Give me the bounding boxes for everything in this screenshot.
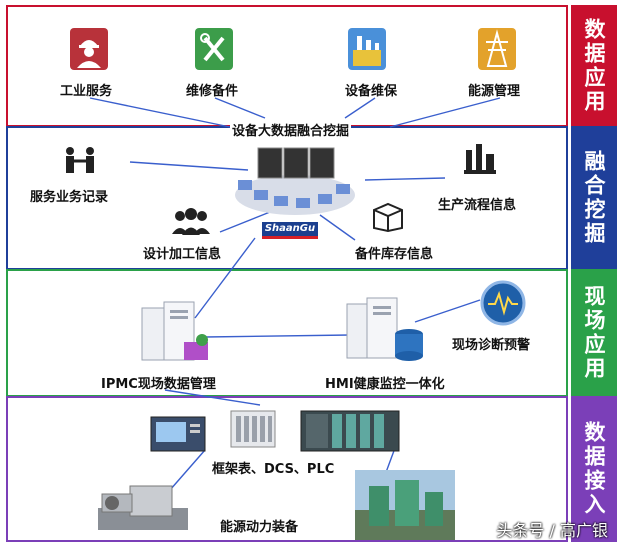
waveform-monitor-icon [480, 280, 526, 330]
label-diagnosis: 现场诊断预警 [452, 338, 531, 353]
tab-data-access: 数据接入 [571, 396, 617, 542]
tools-icon [195, 28, 233, 74]
dcs-module-icon [230, 410, 276, 452]
plc-rack-icon [300, 410, 400, 456]
tab-data-application: 数据应用 [571, 5, 617, 127]
instrument-panel-icon [150, 416, 206, 456]
server-cluster-icon [230, 140, 360, 224]
power-tower-icon [478, 28, 516, 74]
label-power-equipment: 能源动力装备 [220, 520, 299, 535]
turbine-machine-icon [90, 478, 190, 538]
handshake-icon [62, 145, 98, 179]
label-energy-management: 能源管理 [468, 84, 521, 99]
label-big-data-mining: 设备大数据融合挖掘 [230, 120, 352, 139]
factory-icon [348, 28, 386, 74]
label-maintenance-parts: 维修备件 [186, 84, 239, 99]
label-industrial-service: 工业服务 [60, 84, 113, 99]
label-spare-inventory: 备件库存信息 [355, 247, 434, 262]
refinery-icon [462, 140, 498, 180]
label-ipmc: IPMC现场数据管理 [101, 377, 216, 392]
watermark-text: 头条号 / 高广银 [496, 521, 608, 540]
people-group-icon [170, 208, 212, 240]
power-plant-photo [355, 470, 455, 544]
label-equipment-maintenance: 设备维保 [345, 84, 398, 99]
label-production-flow: 生产流程信息 [438, 198, 517, 213]
label-hmi: HMI健康监控一体化 [325, 377, 445, 392]
package-box-icon [370, 200, 406, 236]
server-hmi-icon [345, 296, 425, 370]
tab-field-application: 现场应用 [571, 269, 617, 397]
server-ipmc-icon [140, 300, 212, 372]
shaangu-logo: ShaanGu [262, 222, 318, 239]
label-instruments: 框架表、DCS、PLC [212, 462, 335, 477]
label-design-processing: 设计加工信息 [143, 247, 222, 262]
tab-fusion-mining: 融合挖掘 [571, 126, 617, 270]
worker-icon [70, 28, 108, 74]
label-service-records: 服务业务记录 [30, 190, 109, 205]
